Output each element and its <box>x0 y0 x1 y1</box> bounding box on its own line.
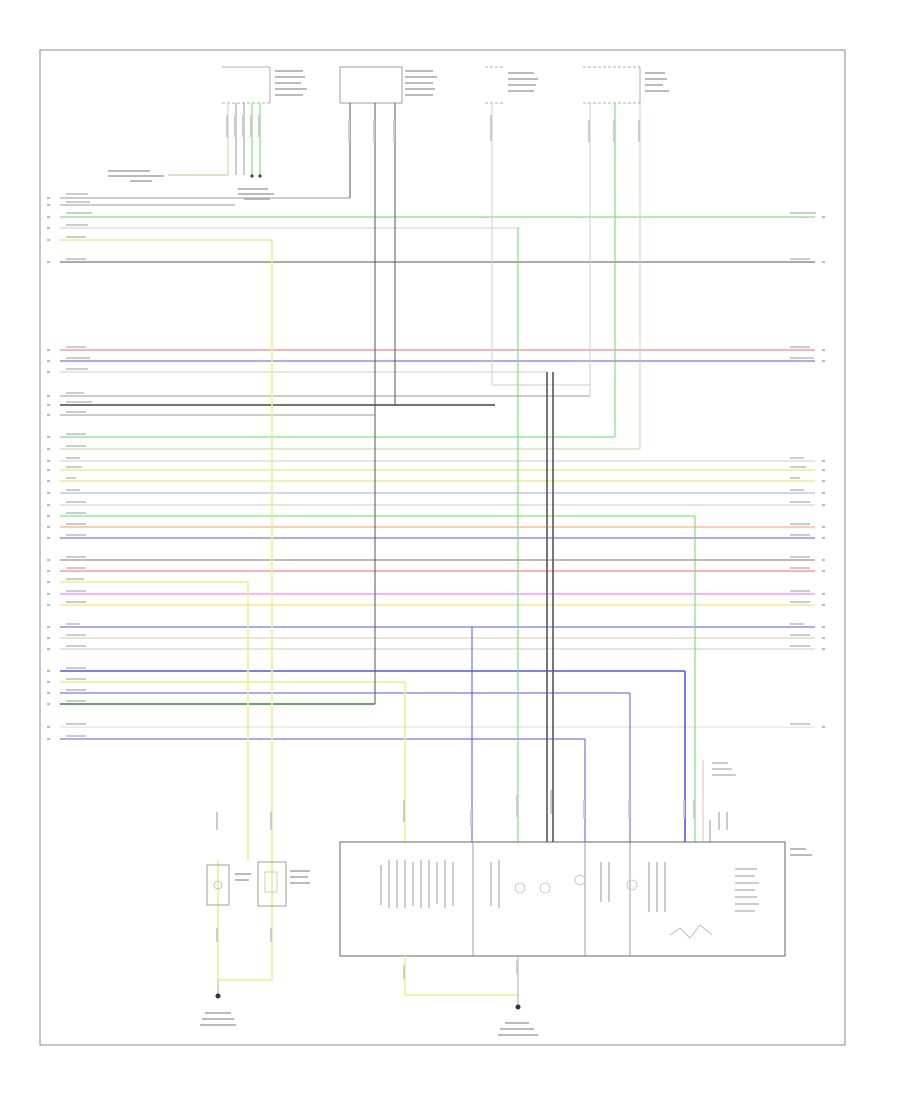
top-component-2 <box>339 66 437 104</box>
top-component-1 <box>222 66 307 104</box>
left-row-markers <box>47 197 50 740</box>
bottom-pin-labels <box>216 790 728 979</box>
vertical-feeds <box>217 228 711 980</box>
top-component-4 <box>583 66 669 104</box>
right-wire-codes <box>790 212 816 725</box>
left-relay <box>257 861 287 907</box>
comp1-wires <box>227 103 261 175</box>
comp3-wires <box>491 103 590 386</box>
left-connector-label <box>108 170 164 182</box>
right-row-markers <box>822 216 825 728</box>
diagram-frame <box>39 49 846 1046</box>
top-pin-labels <box>226 115 640 142</box>
left-fuse <box>206 864 230 906</box>
left-wire-codes <box>66 193 92 737</box>
bottom-module-label <box>790 848 812 856</box>
bottom-module <box>339 841 786 957</box>
left-ground <box>200 979 272 1026</box>
top-component-3 <box>485 66 538 104</box>
comp2-wires <box>60 103 396 704</box>
module-ground <box>404 956 538 1036</box>
left-components-labels <box>235 870 310 884</box>
splice-label <box>238 188 274 200</box>
side-note-label <box>712 762 736 776</box>
wire-bus <box>60 103 815 740</box>
comp4-wires <box>589 103 641 449</box>
splice-dots <box>250 174 262 178</box>
